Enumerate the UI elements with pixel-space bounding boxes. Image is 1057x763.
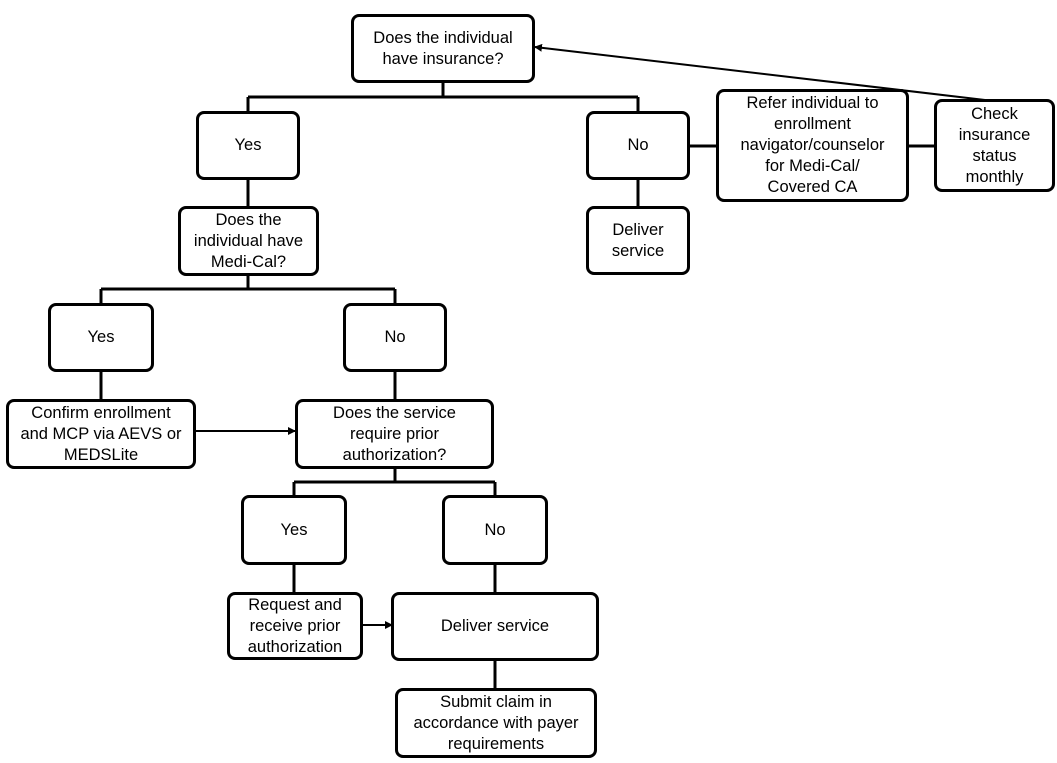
- node-deliver-service: Deliver service: [391, 592, 599, 661]
- node-request-prior-authorization: Request and receive prior authorization: [227, 592, 363, 660]
- node-prior-auth-yes: Yes: [241, 495, 347, 565]
- node-medi-cal-yes: Yes: [48, 303, 154, 372]
- node-refer-to-navigator: Refer individual to enrollment navigator…: [716, 89, 909, 202]
- node-does-service-require-prior-authorization: Does the service require prior authoriza…: [295, 399, 494, 469]
- node-medi-cal-no: No: [343, 303, 447, 372]
- node-insurance-yes: Yes: [196, 111, 300, 180]
- node-submit-claim: Submit claim in accordance with payer re…: [395, 688, 597, 758]
- node-check-insurance-monthly: Check insurance status monthly: [934, 99, 1055, 192]
- connector-prior-auth-split: [292, 467, 497, 496]
- node-does-individual-have-insurance: Does the individual have insurance?: [351, 14, 535, 83]
- arrow-check-to-insurance: [534, 43, 986, 101]
- node-deliver-service-uninsured: Deliver service: [586, 206, 690, 275]
- connector-medical-split: [99, 274, 397, 304]
- connector-insurance-split: [246, 82, 640, 112]
- node-confirm-enrollment: Confirm enrollment and MCP via AEVS or M…: [6, 399, 196, 469]
- node-insurance-no: No: [586, 111, 690, 180]
- node-does-individual-have-medi-cal: Does the individual have Medi-Cal?: [178, 206, 319, 276]
- node-prior-auth-no: No: [442, 495, 548, 565]
